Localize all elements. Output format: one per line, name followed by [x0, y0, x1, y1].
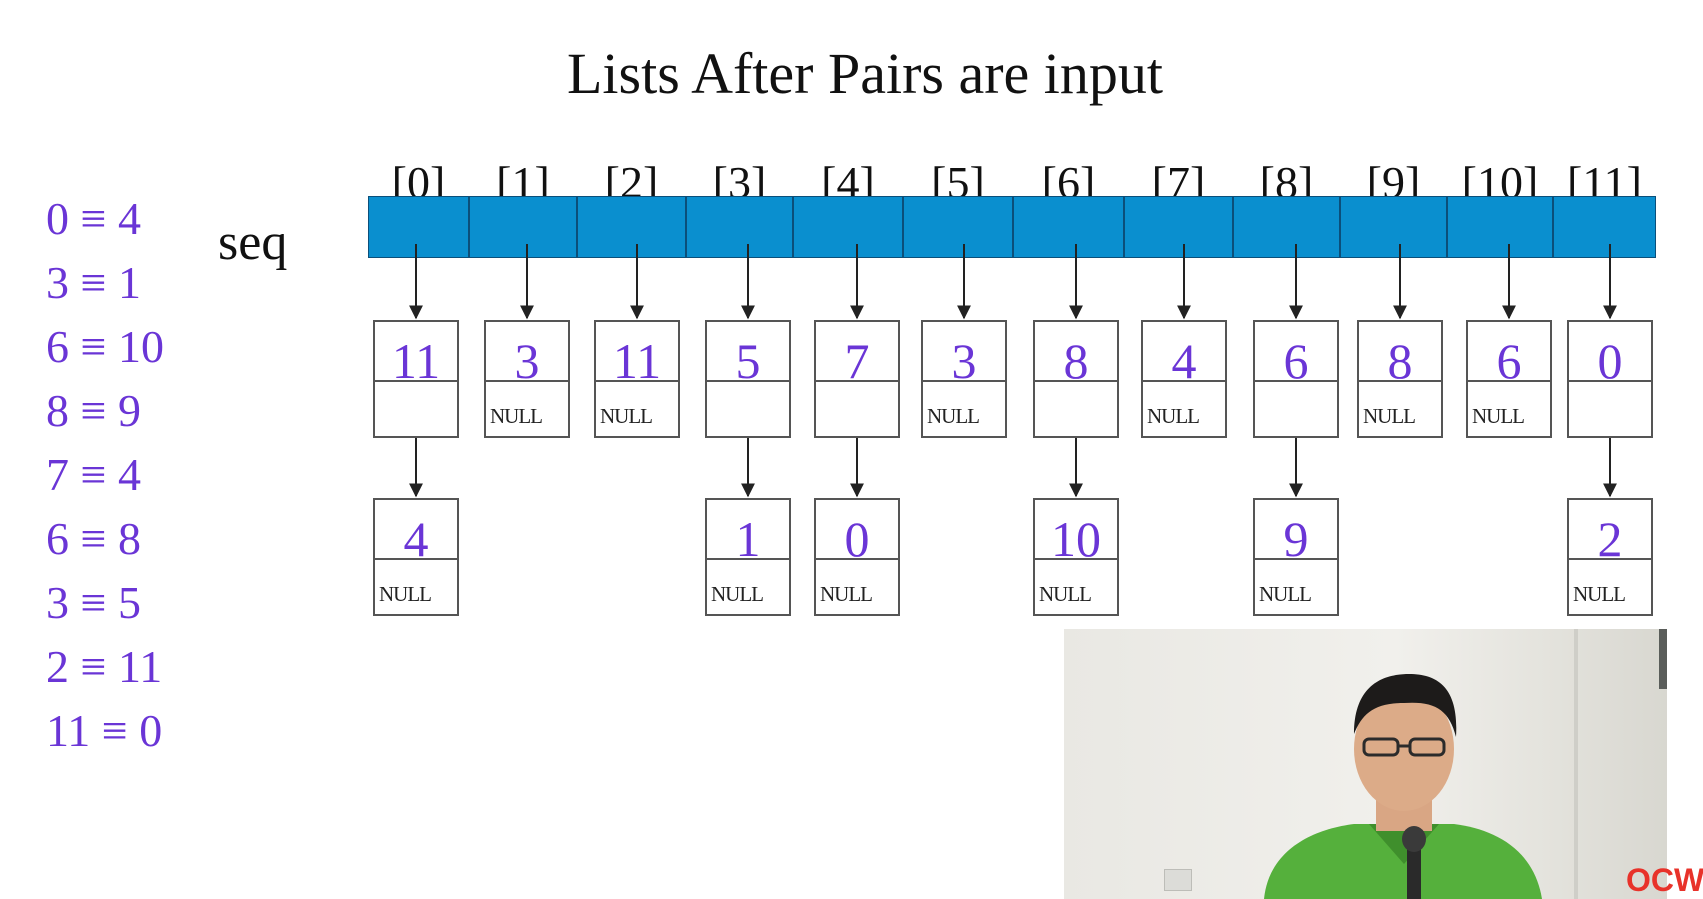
pair-equivalence: 7 ≡ 4 [46, 449, 141, 500]
node-link: NULL [490, 404, 543, 428]
seq-label: seq [218, 214, 288, 271]
node-value: 8 [1359, 322, 1441, 389]
node-value: 3 [486, 322, 568, 389]
list-node: 8 [1033, 320, 1119, 438]
node-link [379, 404, 453, 434]
node-value: 0 [1569, 322, 1651, 389]
pair-equivalence: 0 ≡ 4 [46, 193, 141, 244]
node-link: NULL [1363, 404, 1416, 428]
pair-equivalence: 6 ≡ 10 [46, 321, 164, 372]
node-value: 6 [1468, 322, 1550, 389]
node-value: 0 [816, 500, 898, 567]
seq-cell [1233, 196, 1340, 258]
node-value: 7 [816, 322, 898, 389]
pair-equivalence: 8 ≡ 9 [46, 385, 141, 436]
node-link: NULL [1039, 582, 1092, 606]
node-value: 4 [1143, 322, 1225, 389]
node-link [1259, 404, 1333, 434]
node-value: 11 [375, 322, 457, 389]
node-value: 3 [923, 322, 1005, 389]
seq-cell [903, 196, 1013, 258]
seq-cell [368, 196, 469, 258]
node-link: NULL [1573, 582, 1626, 606]
seq-cell [1553, 196, 1656, 258]
seq-cell [1013, 196, 1124, 258]
list-node: 7 [814, 320, 900, 438]
seq-cell [1340, 196, 1447, 258]
pair-equivalence: 3 ≡ 1 [46, 257, 141, 308]
pair-equivalence: 11 ≡ 0 [46, 705, 163, 756]
node-value: 1 [707, 500, 789, 567]
ocw-logo: OCW [1626, 862, 1703, 898]
node-link: NULL [711, 582, 764, 606]
node-value: 10 [1035, 500, 1117, 567]
node-link [711, 404, 785, 434]
seq-cell [1447, 196, 1553, 258]
seq-cell [686, 196, 793, 258]
list-node: 5 [705, 320, 791, 438]
video-outlet [1164, 869, 1192, 891]
node-link: NULL [379, 582, 432, 606]
node-value: 4 [375, 500, 457, 567]
node-link: NULL [600, 404, 653, 428]
node-link: NULL [1147, 404, 1200, 428]
node-value: 8 [1035, 322, 1117, 389]
pair-equivalence: 3 ≡ 5 [46, 577, 141, 628]
presenter-figure [1264, 674, 1542, 899]
node-value: 5 [707, 322, 789, 389]
node-link: NULL [1259, 582, 1312, 606]
video-door [1659, 629, 1667, 689]
seq-cell [793, 196, 903, 258]
node-link: NULL [1472, 404, 1525, 428]
video-wall-edge [1574, 629, 1578, 899]
node-link: NULL [927, 404, 980, 428]
node-link: NULL [820, 582, 873, 606]
seq-cell [577, 196, 686, 258]
list-node: 11 [373, 320, 459, 438]
list-node: 6 [1253, 320, 1339, 438]
slide-title: Lists After Pairs are input [566, 41, 1163, 106]
node-link [1039, 404, 1113, 434]
seq-cell [469, 196, 577, 258]
node-value: 2 [1569, 500, 1651, 567]
presenter-video [1064, 629, 1667, 899]
list-node: 0 [1567, 320, 1653, 438]
node-link [1573, 404, 1647, 434]
seq-cell [1124, 196, 1233, 258]
node-value: 9 [1255, 500, 1337, 567]
node-value: 6 [1255, 322, 1337, 389]
node-link [820, 404, 894, 434]
node-value: 11 [596, 322, 678, 389]
pair-equivalence: 6 ≡ 8 [46, 513, 141, 564]
pair-equivalence: 2 ≡ 11 [46, 641, 163, 692]
